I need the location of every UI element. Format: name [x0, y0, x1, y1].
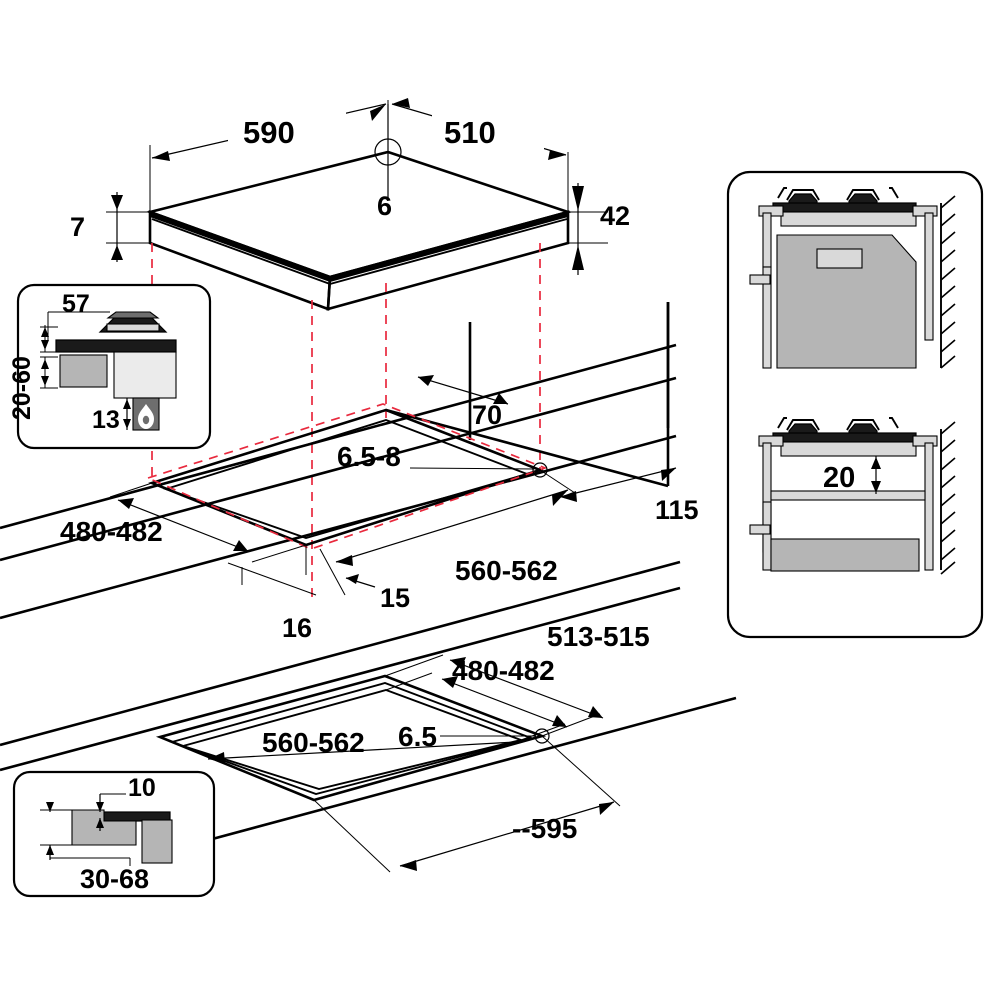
dim-15-label: 15 — [380, 583, 410, 613]
hob-glass-lower — [772, 432, 917, 443]
dim-13-label: 13 — [92, 406, 120, 434]
grate-right-outer-lower — [889, 417, 899, 429]
grate-left-outer-lower — [777, 417, 787, 429]
inset-edge-block — [141, 819, 173, 864]
wall-hatching-upper — [940, 195, 956, 369]
dim-7-label: 7 — [70, 212, 85, 242]
section-hob-over-shelf: 20 — [749, 417, 956, 575]
hob-isometric-view: 590 510 6 — [70, 98, 630, 311]
worktop-lower-back-edge — [0, 560, 681, 747]
cabinet-post-right-shelf — [924, 442, 934, 571]
grate-right-lower — [846, 419, 880, 431]
hob-glass-edge-left — [151, 218, 331, 285]
corner-radius-marker-upper — [532, 462, 548, 478]
cutout-lower-mid — [168, 682, 535, 795]
dim-115: 115 — [559, 467, 699, 525]
grate-left-outer — [777, 187, 787, 199]
hob-top-face — [145, 150, 573, 279]
grate-left — [786, 189, 820, 201]
drawer-body — [770, 538, 920, 572]
cutout-view-upper: 6.5-8 70 115 480-4 — [0, 302, 699, 643]
worktop-lower-front-edge — [0, 586, 681, 772]
cutout-upper-projection — [145, 403, 548, 550]
section-hob-over-oven — [749, 187, 956, 369]
cutout-upper-inner — [162, 418, 530, 539]
inset-burner-top-plate — [106, 323, 160, 332]
dim-30-68: 30-68 — [40, 802, 149, 894]
dim-20-label: 20 — [823, 462, 855, 494]
side-section-panel: 20 — [726, 170, 984, 639]
drawer-handle — [749, 524, 771, 535]
dim-480-482-lower: 480-482 — [385, 655, 568, 741]
dim-20-60-label: 20-60 — [8, 356, 36, 420]
inset-worktop-block — [59, 354, 108, 388]
hob-body-upper — [780, 211, 917, 227]
shelf-board — [770, 490, 926, 501]
dim-10: 10 — [96, 774, 156, 831]
dim-6-corner-radius: 6 — [374, 104, 402, 221]
dim-13: 13 — [92, 398, 131, 434]
wall-hatching-lower — [940, 421, 956, 575]
inset-burner-detail: 57 20-60 13 — [8, 283, 212, 450]
dim-595: --595 — [313, 735, 621, 873]
dim-560-562-upper: 560-562 — [305, 469, 576, 586]
inset-burner-ring — [106, 311, 160, 319]
dim-20-60: 20-60 — [8, 325, 58, 420]
oven-handle-upper — [749, 274, 771, 285]
grate-right — [846, 189, 880, 201]
dim-510-label: 510 — [444, 115, 496, 150]
inset-burner-body — [113, 351, 177, 399]
dim-42: 42 — [568, 183, 630, 275]
worktop-upper-back-edge — [0, 343, 677, 530]
dim-70: 70 — [417, 375, 509, 430]
drawer-post-left — [762, 501, 772, 571]
grate-left-lower — [786, 419, 820, 431]
dim-560-562-lower-label: 560-562 — [262, 727, 365, 758]
dim-10-label: 10 — [128, 774, 156, 802]
hob-glass-edge-right — [329, 218, 568, 285]
hob-glass-band-left — [150, 212, 330, 282]
dim-16-label: 16 — [282, 613, 312, 643]
dim-595-label: --595 — [512, 813, 577, 844]
flame-icon — [138, 404, 154, 429]
grate-right-outer — [889, 187, 899, 199]
back-wall-base — [385, 408, 669, 488]
dim-20-clearance: 20 — [823, 456, 881, 494]
hob-glass-band-right — [330, 212, 568, 282]
dim-70-label: 70 — [472, 400, 502, 430]
dim-6-label: 6 — [377, 191, 392, 221]
dim-42-label: 42 — [600, 201, 630, 231]
inset-worktop-slab — [55, 339, 177, 353]
cabinet-post-left-upper — [762, 212, 772, 268]
dim-513-515: 513-515 — [384, 621, 650, 737]
dim-57-label: 57 — [62, 290, 90, 318]
dim-480-482-upper: 480-482 — [60, 482, 307, 563]
worktop-upper-front-edge — [0, 376, 677, 562]
dim-510: 510 — [391, 98, 569, 212]
oven-control-panel — [816, 248, 863, 269]
dim-480-482-upper-label: 480-482 — [60, 516, 163, 547]
dim-480-482-lower-label: 480-482 — [452, 655, 555, 686]
dim-560-562-lower: 560-562 — [207, 727, 517, 763]
cabinet-post-right-upper — [924, 212, 934, 341]
worktop-upper-bottom-edge — [0, 434, 677, 620]
cutout-view-lower: 6.5 513-515 480-482 — [0, 560, 737, 882]
dim-30-68-label: 30-68 — [80, 864, 149, 894]
dim-6-5-8-label: 6.5-8 — [337, 441, 401, 472]
dim-590-label: 590 — [243, 115, 295, 150]
hob-body-lower — [780, 441, 917, 457]
dim-513-515-label: 513-515 — [547, 621, 650, 652]
dim-16: 16 — [227, 562, 317, 643]
inset-edge-detail: 10 30-68 — [12, 770, 216, 898]
dim-15: 15 — [305, 545, 410, 613]
dim-7: 7 — [70, 192, 152, 262]
oven-body — [776, 234, 917, 369]
cabinet-post-left-lower-upper — [762, 266, 772, 369]
dim-560-562-upper-label: 560-562 — [455, 555, 558, 586]
dim-115-label: 115 — [655, 495, 699, 525]
hob-glass-upper — [772, 202, 917, 213]
dim-590: 590 — [149, 100, 389, 212]
